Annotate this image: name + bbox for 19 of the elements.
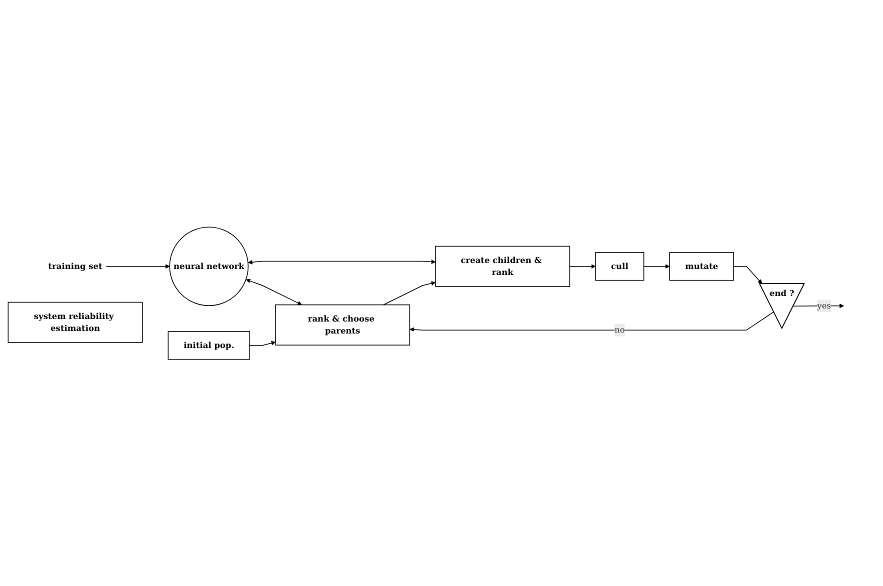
- node-box: mutate: [669, 252, 734, 280]
- node-box: create children & rank: [435, 246, 570, 287]
- edge-label: yes: [817, 300, 831, 310]
- arrow: [410, 311, 774, 332]
- arrow: [382, 280, 436, 306]
- arrow: [248, 259, 436, 264]
- node-box: system reliability estimation: [8, 302, 143, 343]
- arrow: [249, 340, 276, 346]
- node-box: initial pop.: [168, 330, 250, 360]
- arrow: [106, 264, 170, 268]
- node-text: training set: [48, 260, 102, 271]
- arrow: [246, 278, 302, 305]
- arrow: [643, 264, 670, 268]
- edge-label: no: [614, 324, 625, 335]
- node-circle: neural network: [169, 226, 249, 306]
- arrow: [733, 266, 762, 284]
- node-box: rank & choose parents: [275, 304, 410, 346]
- arrow: [569, 264, 596, 268]
- node-box: cull: [595, 252, 644, 280]
